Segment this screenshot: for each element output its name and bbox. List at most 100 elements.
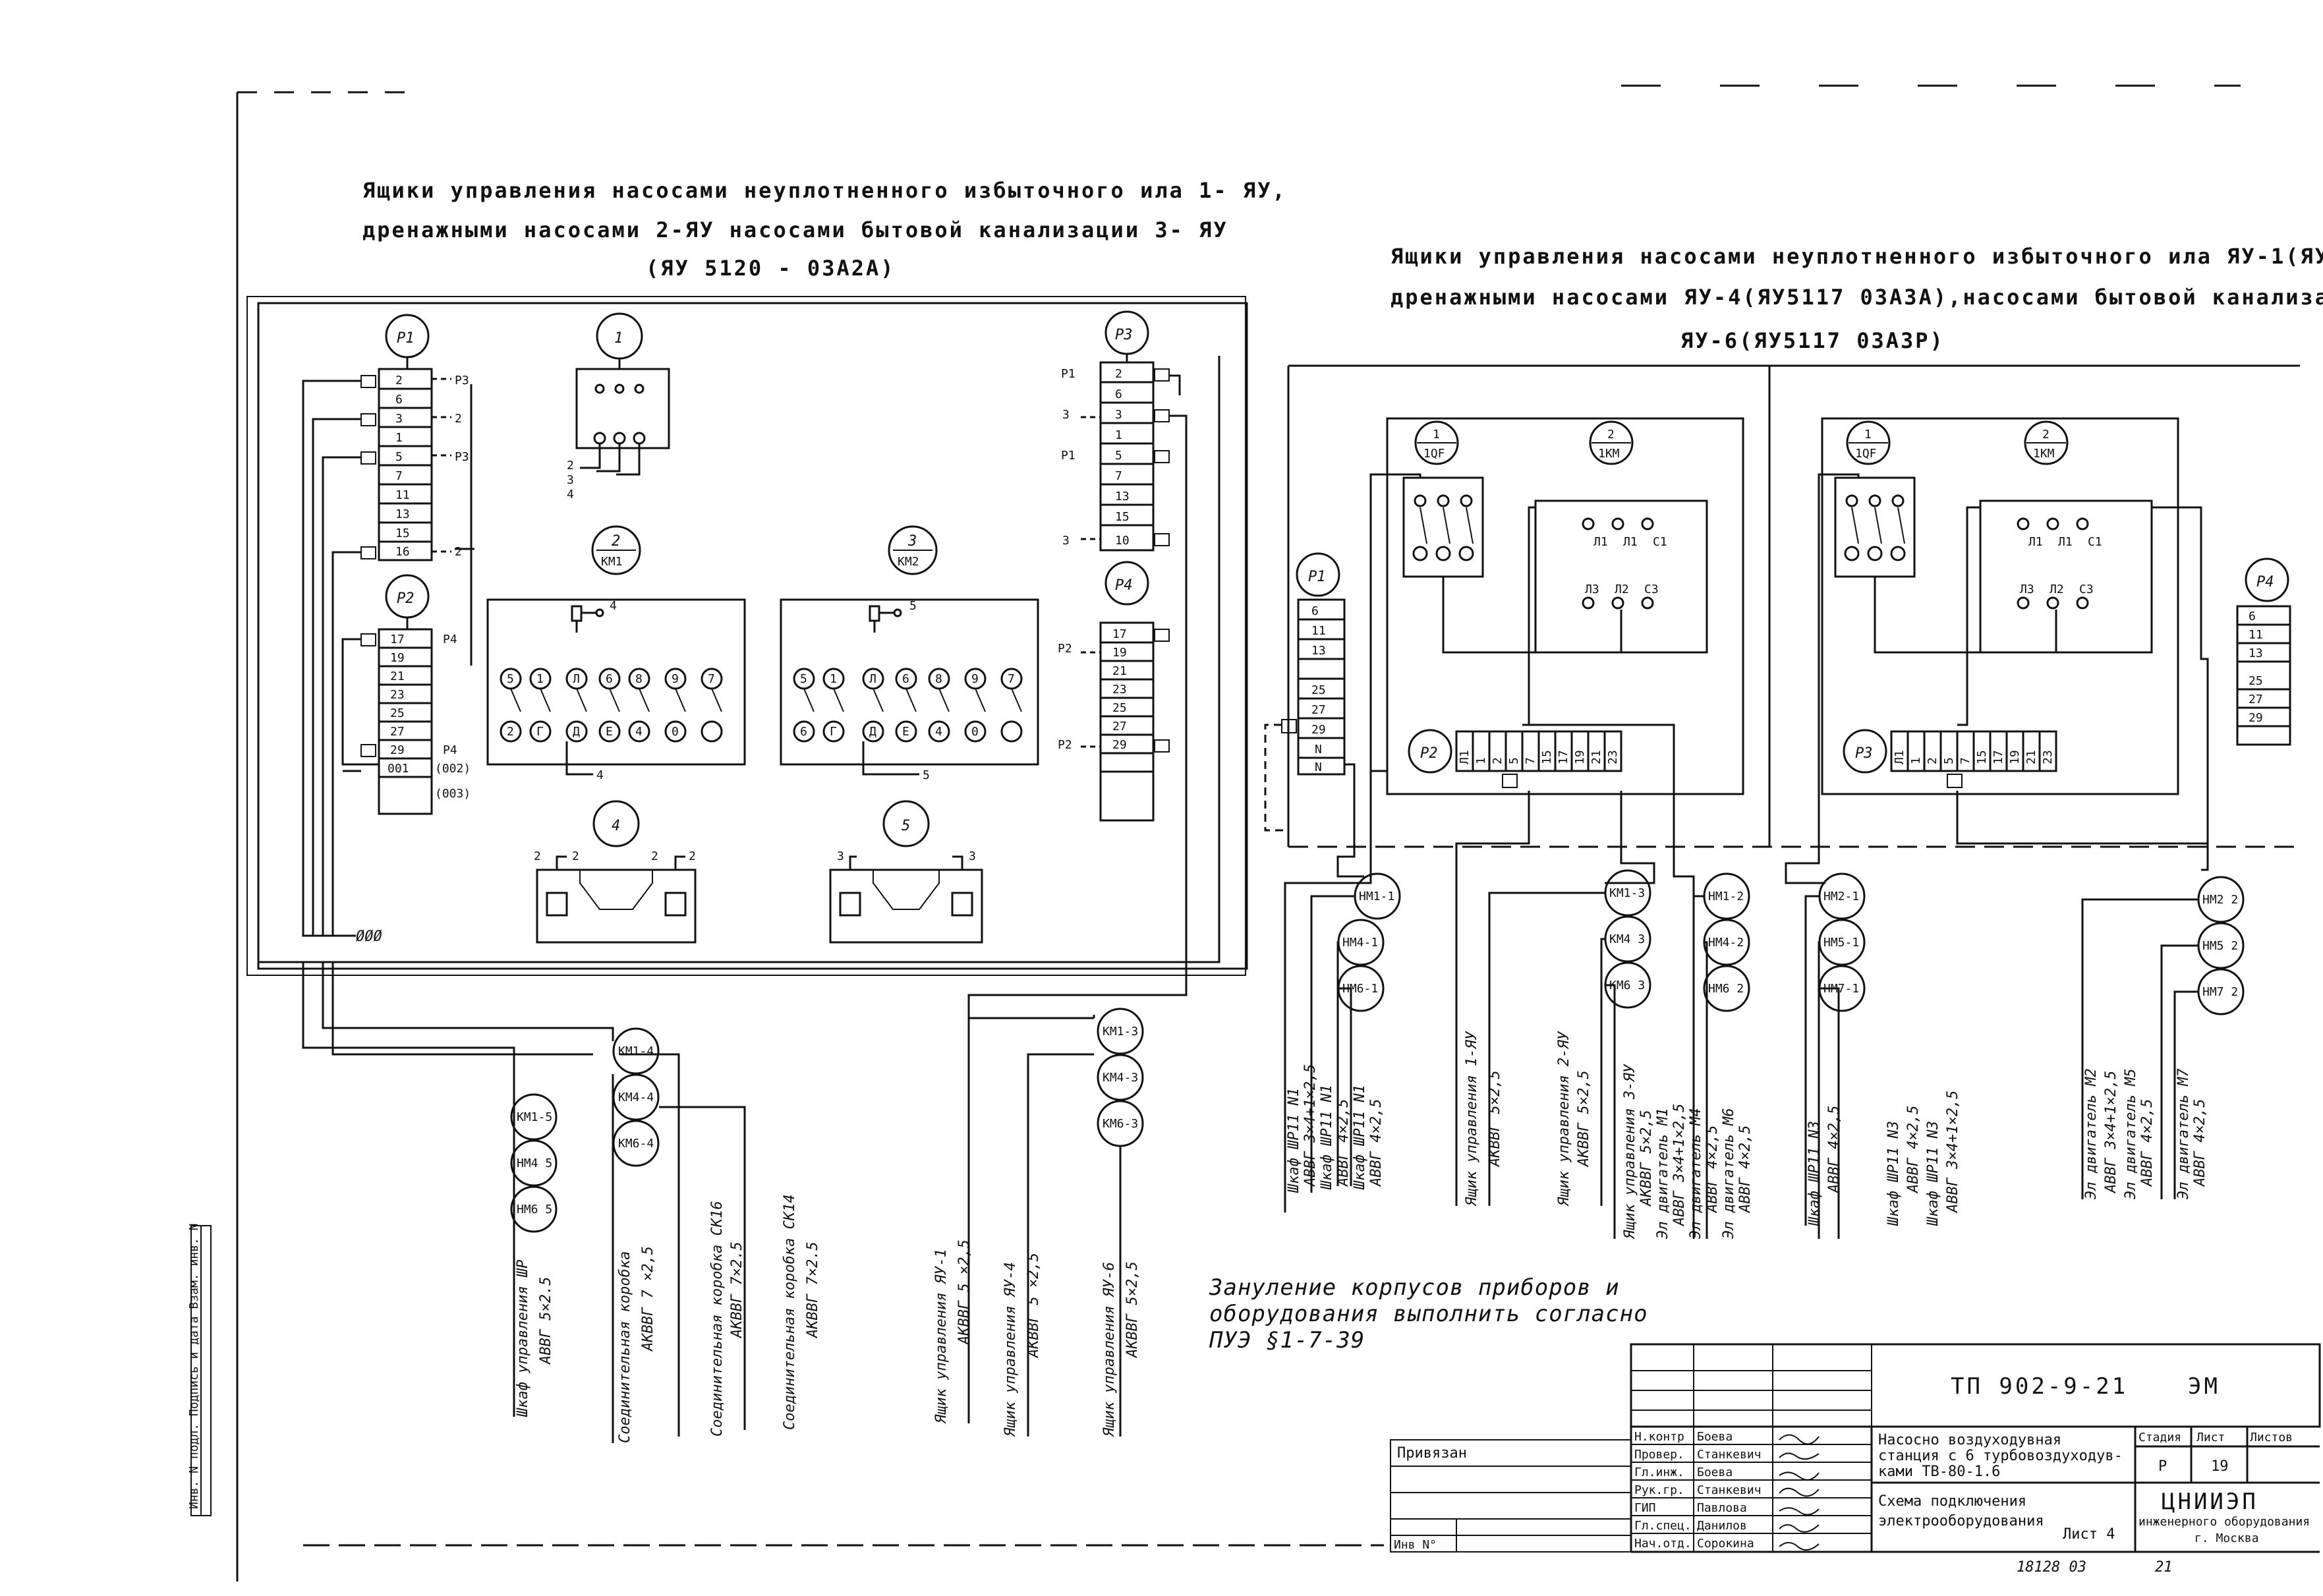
rc-label: Ящик управления 1-ЯУ <box>1464 1031 1480 1207</box>
box1-term: С3 <box>1644 583 1659 596</box>
rc-label: Шкаф ШР11 N3 <box>1925 1121 1941 1226</box>
box2-dev2-sub: 1КМ <box>2033 447 2055 461</box>
cable-circle: НМ6 5 <box>517 1203 552 1216</box>
object-line3: ками ТВ-80-1.6 <box>1878 1464 2000 1480</box>
relay-p2-ext: (002) <box>435 762 471 776</box>
relay-r1-tag: Р1 <box>1308 569 1326 585</box>
relay-p4-ext: Р2 <box>1058 642 1072 656</box>
relay-r1-row: N <box>1315 743 1322 756</box>
km1-term: 9 <box>672 672 679 686</box>
sheet-title-line2: электрооборудования <box>1878 1513 2044 1529</box>
right-header-line1: Ящики управления насосами неуплотненного… <box>1391 244 2323 269</box>
relay-p3-row: 5 <box>1115 449 1122 463</box>
rc-circle: НМ4-2 <box>1708 936 1744 950</box>
box1-dev2-sub: 1КМ <box>1598 447 1620 461</box>
rc-label: АВВГ 3×4+1×2,5 <box>1945 1091 1961 1214</box>
relay-p2-row: 19 <box>390 651 405 665</box>
km1-term: Д <box>573 725 580 739</box>
cable-circle: КМ6-4 <box>618 1137 654 1151</box>
staff-role: Гл.инж. <box>1634 1466 1684 1479</box>
left-bus-wires <box>302 380 474 937</box>
relay-p3-row: 6 <box>1115 387 1122 401</box>
rc-label: АВВГ 3×4+1×2,5 <box>1302 1064 1319 1187</box>
left-cable-runs <box>302 659 1188 1087</box>
staff-name: Боева <box>1697 1466 1733 1479</box>
right-cable-runs <box>1284 724 2209 1212</box>
device-4-wire: 2 <box>572 849 579 863</box>
box2-term: С3 <box>2079 583 2094 596</box>
relay-p3: Р3 2 6 3 1 5 7 13 15 10 Р1 3 Р1 3 <box>1061 310 1188 659</box>
rc-label: Шкаф ШР11 N3 <box>1806 1121 1823 1226</box>
title-block: ТП 902-9-21 ЭМ Насосно воздуходувная ста… <box>1390 1343 2321 1576</box>
relay-p4-tag: Р4 <box>1115 577 1133 594</box>
km1-term: Е <box>606 725 613 739</box>
cable-label: Ящик управления ЯУ-1 <box>933 1249 950 1424</box>
relay-p1-row: 2 <box>395 374 403 387</box>
rc-label: Шкаф ШР11 N1 <box>1286 1088 1302 1193</box>
rc-label: АВВГ 3×4+1×2,5 <box>1671 1104 1688 1227</box>
rc-circle: НМ7 2 <box>2202 985 2238 999</box>
relay-p3-row: 3 <box>1115 408 1122 422</box>
cable-label: Ящик управления ЯУ-4 <box>1002 1262 1019 1437</box>
box1-row: 23 <box>1606 750 1620 764</box>
rc-label: АВВГ 4×2,5 <box>2192 1099 2208 1187</box>
relay-p2-row: 29 <box>390 743 405 757</box>
rc-circle: КМ6 3 <box>1609 979 1645 992</box>
relay-p1-row: 7 <box>395 469 403 483</box>
box2-dev1-num: 1 <box>1864 428 1872 442</box>
km2-term: 9 <box>971 672 979 686</box>
relay-p4-ext: Р2 <box>1058 738 1072 752</box>
org-line2: инженерного оборудования <box>2138 1515 2310 1529</box>
contactor-km1-terminals <box>500 668 723 743</box>
rc-circle: КМ1-3 <box>1609 886 1645 900</box>
rc-label: Эл двигатель М1 <box>1655 1108 1671 1239</box>
rc-label: Эл двигатель М5 <box>2123 1068 2139 1199</box>
relay-r4-row: 13 <box>2249 646 2263 660</box>
box2-row: 15 <box>1975 750 1989 764</box>
privyazan-block: Привязан Инв N° <box>1390 1439 1632 1553</box>
relay-p1-row: 6 <box>395 393 403 407</box>
km2-term: Д <box>869 725 876 739</box>
left-control-box: Р1 2 6 3 1 5 7 11 13 15 16 Р3 2 Р3 <box>246 296 1248 976</box>
box1-row: 21 <box>1590 750 1603 764</box>
staff-name: Сорокина <box>1697 1537 1754 1551</box>
left-header: Ящики управления насосами неуплотненного… <box>362 178 1287 281</box>
box-2: 1 1QF 2 1КМ Л1 Л1 С1 Л3 Л2 С3 <box>1818 417 2209 870</box>
relay-p1-ext: Р3 <box>455 374 469 387</box>
relay-p1: Р1 2 6 3 1 5 7 11 13 15 16 Р3 2 Р3 <box>360 314 469 561</box>
km1-term: 1 <box>536 672 544 686</box>
contactor-km1-name: КМ1 <box>601 555 623 569</box>
rc-circle: НМ2-1 <box>1823 890 1859 903</box>
device-1-num: 1 <box>614 330 623 347</box>
left-cable-circles: КМ1-5 НМ4 5 НМ6 5 КМ1-4 КМ4-4 КМ6-4 КМ1-… <box>510 1008 1144 1233</box>
rc-label: АВВГ 4×2,5 <box>1704 1126 1721 1214</box>
cable-label: Шкаф управления ШР <box>515 1260 531 1417</box>
rc-label: АВВГ 4×2,5 <box>1368 1099 1385 1187</box>
stage-label: Стадия <box>2138 1431 2181 1444</box>
cable-label: Ящик управления ЯУ-6 <box>1101 1262 1118 1437</box>
km2-term: 8 <box>935 672 942 686</box>
cable-label: АКВВГ 5 ×2,5 <box>956 1240 973 1346</box>
relay-p1-row: 5 <box>395 450 403 464</box>
device-4-wire: 2 <box>534 849 541 863</box>
relay-r1-row: 6 <box>1311 604 1319 618</box>
relay-p4-row: 19 <box>1112 646 1127 660</box>
rc-group-3: НМ1-2 НМ4-2 НМ6 2 <box>1703 872 1750 1012</box>
box1-row: 5 <box>1507 757 1521 764</box>
km1-term: Л <box>573 672 580 686</box>
cable-label: АВВГ 5×2.5 <box>538 1277 554 1365</box>
device-1-wire: 3 <box>567 473 574 487</box>
relay-r1-row: 29 <box>1311 723 1326 737</box>
cable-label: АКВВГ 7×2.5 <box>805 1241 821 1339</box>
right-cable-drops <box>1310 892 2198 1239</box>
km2-term: 7 <box>1008 672 1015 686</box>
relay-p4: Р4 17 19 21 23 25 27 29 Р2 Р2 <box>1058 561 1170 822</box>
relay-p1-row: 3 <box>395 412 403 426</box>
cable-b2-circles: КМ1-4 КМ4-4 КМ6-4 <box>612 1027 660 1167</box>
relay-r1: Р1 6 11 13 25 27 29 N N <box>1264 552 1346 832</box>
device-5-wire: 3 <box>969 849 976 863</box>
relay-p4-row: 21 <box>1112 664 1127 678</box>
device-5: 5 3 3 <box>829 800 983 944</box>
box1-relay: Р2 <box>1420 745 1438 762</box>
left-header-line1: Ящики управления насосами неуплотненного… <box>362 178 1287 203</box>
